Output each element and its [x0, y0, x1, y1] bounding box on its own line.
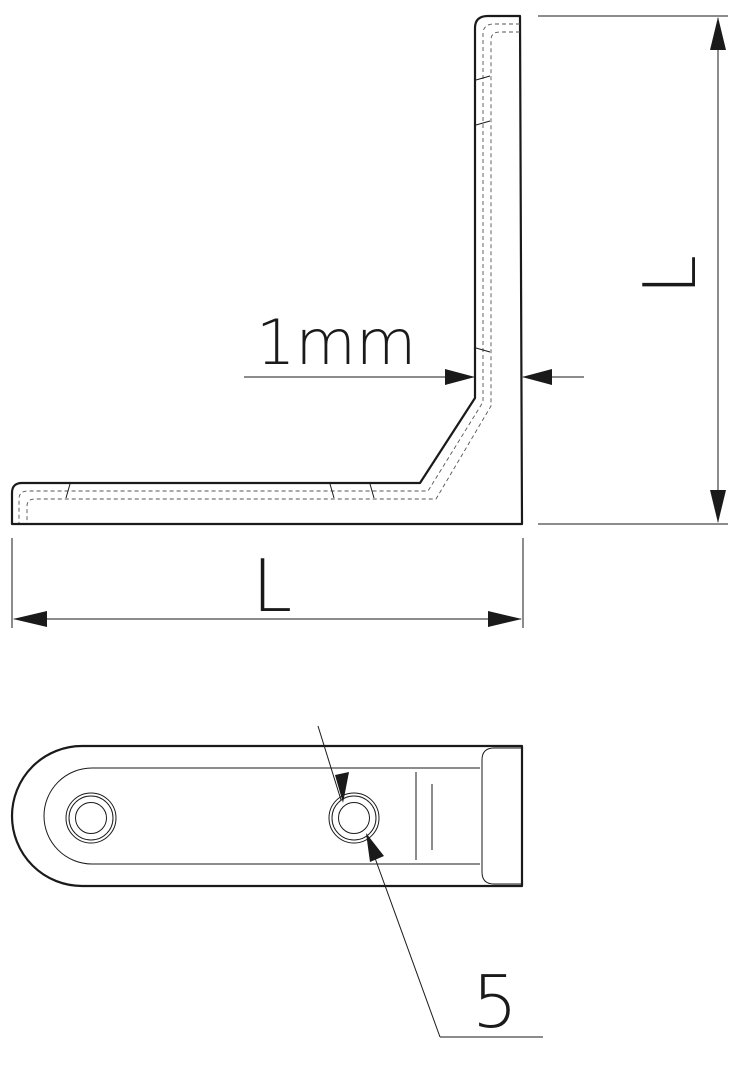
hole-right-mid	[331, 795, 377, 841]
inner-contour-2	[26, 31, 520, 523]
height-label: L	[628, 255, 712, 295]
hole-left-outer	[65, 792, 117, 844]
side-view	[10, 14, 524, 526]
thickness-label: 1mm	[256, 306, 416, 379]
height-dimension: L	[538, 15, 728, 525]
contour-tick	[475, 347, 491, 353]
flange-inner-outline	[43, 767, 480, 865]
upright-edge	[481, 747, 522, 885]
thickness-dimension: 1mm	[244, 306, 584, 385]
contour-tick	[475, 75, 491, 81]
contour-tick	[329, 483, 335, 499]
hole-label: 5	[472, 960, 518, 1044]
bracket-profile	[10, 14, 524, 526]
hole-dimension: 5	[317, 725, 543, 1044]
width-label: L	[252, 544, 292, 628]
contour-tick	[65, 483, 71, 499]
hole-left-inner	[75, 802, 107, 834]
flange-outline	[10, 744, 524, 888]
hole-left-mid	[68, 795, 114, 841]
hole-right-outer	[328, 792, 380, 844]
width-dimension: L	[11, 538, 524, 628]
top-view	[10, 744, 524, 888]
contour-tick	[369, 483, 375, 499]
inner-contour-1	[18, 23, 520, 523]
contour-tick	[475, 120, 491, 126]
hole-right-inner	[338, 802, 370, 834]
